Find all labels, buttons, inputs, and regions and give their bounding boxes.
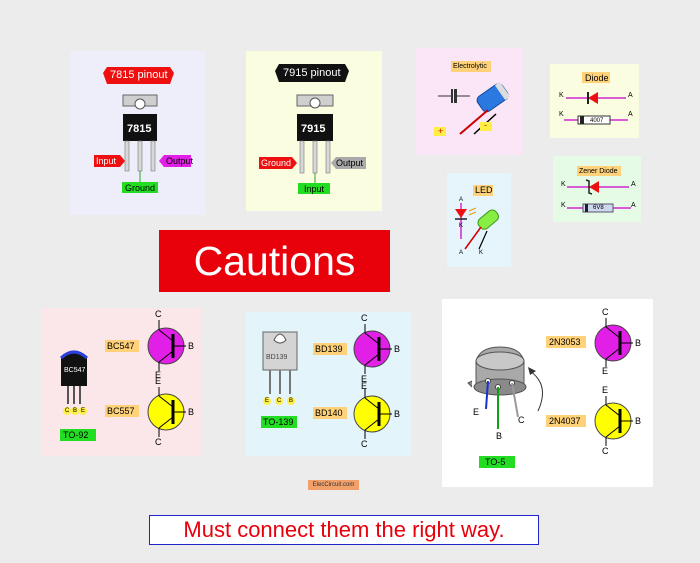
anode-label: A	[459, 197, 464, 203]
base-label: B	[188, 341, 195, 351]
emitter-label: E	[155, 376, 162, 386]
diode-graphic	[564, 72, 628, 125]
warning-banner: Must connect them the right way.	[149, 515, 539, 545]
pnp-part-label: BD140	[315, 408, 343, 418]
diode-title: Diode	[585, 73, 609, 83]
emitter-label: E	[361, 374, 368, 384]
emitter-label: E	[602, 366, 609, 376]
package-name: TO-139	[263, 417, 294, 427]
zener-diode-graphic	[567, 166, 631, 213]
package-name: TO-92	[63, 430, 89, 440]
panel-7915-pinout: 7915 pinout 7915 Ground Output Input	[246, 51, 382, 211]
base-label: B	[635, 416, 642, 426]
pin-label: C	[65, 408, 70, 414]
pin-label: E	[265, 398, 270, 404]
collector-label: C	[155, 309, 162, 319]
to5-graphic	[467, 318, 633, 468]
emitter-label: E	[602, 385, 609, 395]
capacitor-title: Electrolytic	[453, 63, 487, 70]
plus-label: +	[438, 126, 444, 136]
input-pin-label: Input	[304, 184, 325, 194]
led-title: LED	[475, 185, 493, 195]
cathode-label: K	[561, 181, 566, 188]
anode-label: A	[631, 181, 636, 188]
regulator-title: 7815 pinout	[110, 69, 168, 81]
package-part-label: BD139	[266, 354, 288, 361]
diode-part-number: 4007	[590, 118, 604, 124]
panel-diode: Diode K A K A 4007	[550, 64, 639, 138]
electrolytic-capacitor-graphic	[434, 61, 511, 136]
cautions-headline: Cautions	[159, 230, 390, 292]
regulator-7815-graphic	[94, 67, 191, 193]
emitter-label: E	[361, 381, 368, 391]
output-pin-label: Output	[336, 158, 364, 168]
minus-label: -	[484, 120, 487, 130]
panel-to92: BC547 C B E TO-92 BC547 BC557 C B E E B …	[41, 308, 201, 456]
base-label: B	[394, 409, 401, 419]
led-graphic	[455, 185, 499, 250]
emitter-label: E	[473, 407, 480, 417]
output-pin-label: Output	[166, 156, 194, 166]
npn-part-label: BC547	[107, 341, 135, 351]
cathode-label: K	[559, 92, 564, 99]
panel-led: LED A K A K	[447, 173, 511, 267]
base-label: B	[496, 431, 503, 441]
panel-to139: BD139 E C B TO-139 BD139 BD140 C B E E B…	[246, 312, 411, 456]
cathode-label: K	[459, 223, 464, 229]
pin-label: E	[81, 408, 86, 414]
zener-title: Zener Diode	[579, 168, 618, 175]
credit-tag: ElecCircuit.com	[308, 480, 359, 490]
collector-label: C	[602, 446, 609, 456]
anode-label: A	[628, 92, 633, 99]
pin-label: C	[277, 398, 282, 404]
cathode-label: K	[479, 250, 484, 256]
to139-graphic	[261, 324, 392, 439]
package-part-label: BC547	[64, 367, 86, 374]
regulator-body-label: 7915	[301, 123, 326, 135]
panel-zener-diode: Zener Diode K A K A 6V8	[553, 156, 641, 222]
ground-pin-label: Ground	[125, 183, 156, 193]
zener-part-number: 6V8	[593, 205, 604, 211]
pnp-part-label: 2N4037	[549, 416, 581, 426]
to92-graphic	[59, 320, 186, 441]
base-label: B	[394, 344, 401, 354]
anode-label: A	[459, 250, 464, 256]
regulator-title: 7915 pinout	[283, 67, 341, 79]
pnp-part-label: BC557	[107, 406, 135, 416]
collector-label: C	[518, 415, 525, 425]
input-pin-label: Input	[96, 156, 117, 166]
anode-label: A	[631, 202, 636, 209]
base-label: B	[635, 338, 642, 348]
collector-label: C	[602, 307, 609, 317]
emitter-label: E	[155, 370, 162, 380]
panel-to5: E B C TO-5 2N3053 2N4037 C B E E B C	[442, 299, 653, 487]
package-name: TO-5	[485, 457, 506, 467]
collector-label: C	[155, 437, 162, 447]
npn-part-label: 2N3053	[549, 337, 581, 347]
pin-label: B	[289, 398, 294, 404]
cathode-label: K	[559, 111, 564, 118]
regulator-7915-graphic	[259, 64, 366, 194]
npn-part-label: BD139	[315, 344, 343, 354]
collector-label: C	[361, 439, 368, 449]
regulator-body-label: 7815	[127, 123, 152, 135]
base-label: B	[188, 407, 195, 417]
panel-7815-pinout: 7815 pinout 7815 Input Output Ground	[70, 51, 205, 215]
panel-electrolytic: Electrolytic + -	[416, 48, 523, 155]
ground-pin-label: Ground	[261, 158, 292, 168]
anode-label: A	[628, 111, 633, 118]
pin-label: B	[73, 408, 78, 414]
collector-label: C	[361, 313, 368, 323]
cathode-label: K	[561, 202, 566, 209]
